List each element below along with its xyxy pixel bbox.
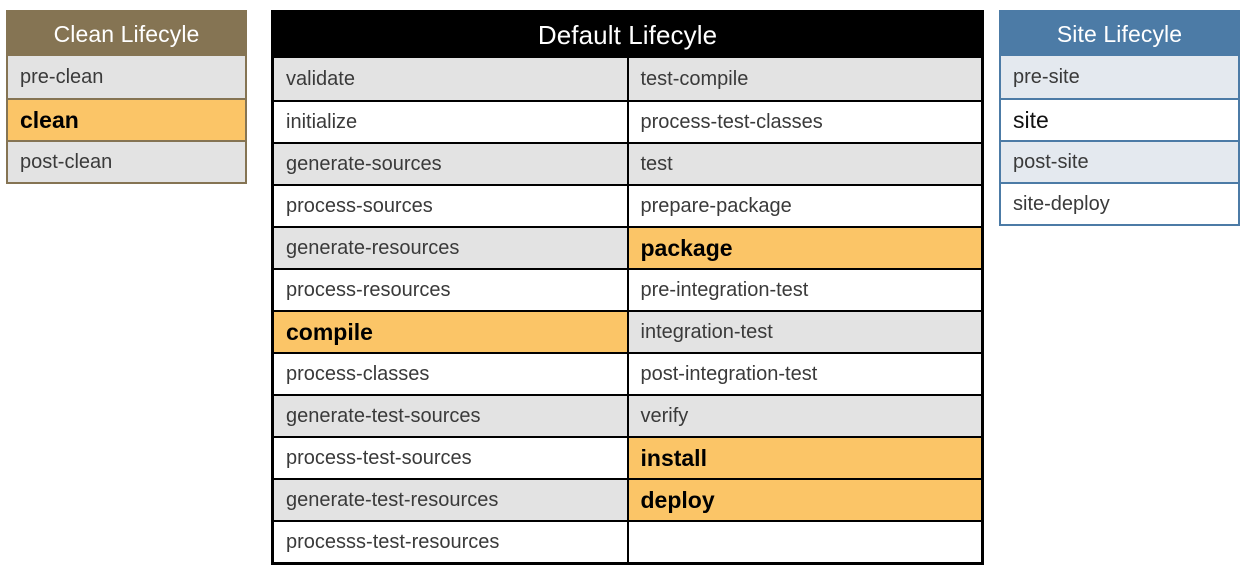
default-lifecycle-cell-install[interactable]: install — [626, 438, 981, 478]
site-lifecycle-table: Site Lifecyle pre-site site post-site site-… — [999, 10, 1240, 226]
table-row[interactable]: compile integration-test — [274, 310, 981, 352]
phase-label: test-compile — [640, 68, 749, 90]
default-lifecycle-cell-prepare-package[interactable]: prepare-package — [626, 186, 981, 226]
default-lifecycle-cell-compile[interactable]: compile — [274, 312, 627, 352]
site-lifecycle-row-site-deploy[interactable]: site-deploy — [1001, 184, 1238, 224]
phase-label: post-clean — [20, 151, 113, 173]
default-lifecycle-cell-processs-test-resources[interactable]: processs-test-resources — [274, 522, 627, 562]
default-lifecycle-cell-pre-integration-test[interactable]: pre-integration-test — [626, 270, 981, 310]
phase-label: generate-sources — [286, 153, 442, 175]
phase-label: site — [1013, 106, 1049, 133]
default-lifecycle-cell-process-sources[interactable]: process-sources — [274, 186, 627, 226]
site-lifecycle-row-pre-site[interactable]: pre-site — [1001, 56, 1238, 98]
table-row[interactable]: process-sources prepare-package — [274, 184, 981, 226]
table-row[interactable]: clean — [8, 98, 245, 140]
table-row[interactable]: generate-test-sources verify — [274, 394, 981, 436]
phase-label: generate-test-resources — [286, 489, 499, 511]
table-row[interactable]: process-test-sources install — [274, 436, 981, 478]
clean-lifecycle-row-pre-clean[interactable]: pre-clean — [8, 56, 245, 98]
clean-lifecycle-title: Clean Lifecyle — [8, 12, 245, 56]
table-row[interactable]: process-resources pre-integration-test — [274, 268, 981, 310]
site-lifecycle-rows: pre-site site post-site site-deploy — [1001, 56, 1238, 224]
table-row[interactable]: generate-test-resources deploy — [274, 478, 981, 520]
table-row[interactable]: site — [1001, 98, 1238, 140]
table-row[interactable]: site-deploy — [1001, 182, 1238, 224]
phase-label: processs-test-resources — [286, 531, 500, 553]
phase-label: initialize — [286, 111, 358, 133]
table-row[interactable]: pre-clean — [8, 56, 245, 98]
phase-label: post-integration-test — [640, 363, 818, 385]
default-lifecycle-cell-generate-test-sources[interactable]: generate-test-sources — [274, 396, 627, 436]
phase-label: verify — [640, 405, 689, 427]
phase-label: process-classes — [286, 363, 430, 385]
default-lifecycle-cell-package[interactable]: package — [626, 228, 981, 268]
phase-label: process-sources — [286, 195, 433, 217]
table-row[interactable]: generate-resources package — [274, 226, 981, 268]
phase-label: generate-resources — [286, 237, 460, 259]
default-lifecycle-cell-validate[interactable]: validate — [274, 58, 627, 100]
clean-lifecycle-rows: pre-clean clean post-clean — [8, 56, 245, 182]
default-lifecycle-cell-process-resources[interactable]: process-resources — [274, 270, 627, 310]
site-lifecycle-row-post-site[interactable]: post-site — [1001, 142, 1238, 182]
table-row[interactable]: validate test-compile — [274, 58, 981, 100]
clean-lifecycle-table: Clean Lifecyle pre-clean clean post-clean — [6, 10, 247, 184]
clean-lifecycle-row-clean[interactable]: clean — [8, 100, 245, 140]
table-row[interactable]: post-site — [1001, 140, 1238, 182]
site-lifecycle-title: Site Lifecyle — [1001, 12, 1238, 56]
phase-label: generate-test-sources — [286, 405, 481, 427]
phase-label: process-resources — [286, 279, 451, 301]
default-lifecycle-cell-process-classes[interactable]: process-classes — [274, 354, 627, 394]
phase-label: compile — [286, 318, 373, 345]
phase-label: integration-test — [640, 321, 773, 343]
phase-label: pre-integration-test — [640, 279, 809, 301]
default-lifecycle-cell-initialize[interactable]: initialize — [274, 102, 627, 142]
default-lifecycle-cell-integration-test[interactable]: integration-test — [626, 312, 981, 352]
phase-label: clean — [20, 106, 79, 133]
default-lifecycle-title: Default Lifecyle — [274, 13, 981, 58]
phase-label: install — [640, 444, 707, 471]
table-row[interactable]: processs-test-resources — [274, 520, 981, 562]
default-lifecycle-cell-test[interactable]: test — [626, 144, 981, 184]
phase-label: validate — [286, 68, 355, 90]
phase-label: process-test-sources — [286, 447, 472, 469]
table-row[interactable]: post-clean — [8, 140, 245, 182]
phase-label: site-deploy — [1013, 193, 1110, 215]
phase-label: package — [640, 234, 733, 261]
default-lifecycle-cell-process-test-classes[interactable]: process-test-classes — [626, 102, 981, 142]
default-lifecycle-rows: validate test-compile initialize process-te… — [274, 58, 981, 562]
default-lifecycle-cell-process-test-sources[interactable]: process-test-sources — [274, 438, 627, 478]
phase-label: post-site — [1013, 151, 1089, 173]
default-lifecycle-cell-post-integration-test[interactable]: post-integration-test — [626, 354, 981, 394]
default-lifecycle-cell-generate-sources[interactable]: generate-sources — [274, 144, 627, 184]
phase-label: pre-clean — [20, 66, 104, 88]
phase-label: deploy — [640, 486, 715, 513]
phase-label: process-test-classes — [640, 111, 823, 133]
phase-label: prepare-package — [640, 195, 792, 217]
table-row[interactable]: generate-sources test — [274, 142, 981, 184]
default-lifecycle-cell-test-compile[interactable]: test-compile — [626, 58, 981, 100]
clean-lifecycle-row-post-clean[interactable]: post-clean — [8, 142, 245, 182]
default-lifecycle-table: Default Lifecyle validate test-compile ini… — [271, 10, 984, 565]
default-lifecycle-cell-verify[interactable]: verify — [626, 396, 981, 436]
site-lifecycle-row-site[interactable]: site — [1001, 100, 1238, 140]
default-lifecycle-cell-generate-test-resources[interactable]: generate-test-resources — [274, 480, 627, 520]
phase-label: test — [640, 153, 673, 175]
table-row[interactable]: initialize process-test-classes — [274, 100, 981, 142]
default-lifecycle-cell-deploy[interactable]: deploy — [626, 480, 981, 520]
default-lifecycle-cell-empty[interactable] — [626, 522, 981, 562]
default-lifecycle-cell-generate-resources[interactable]: generate-resources — [274, 228, 627, 268]
table-row[interactable]: process-classes post-integration-test — [274, 352, 981, 394]
table-row[interactable]: pre-site — [1001, 56, 1238, 98]
phase-label: pre-site — [1013, 66, 1080, 88]
